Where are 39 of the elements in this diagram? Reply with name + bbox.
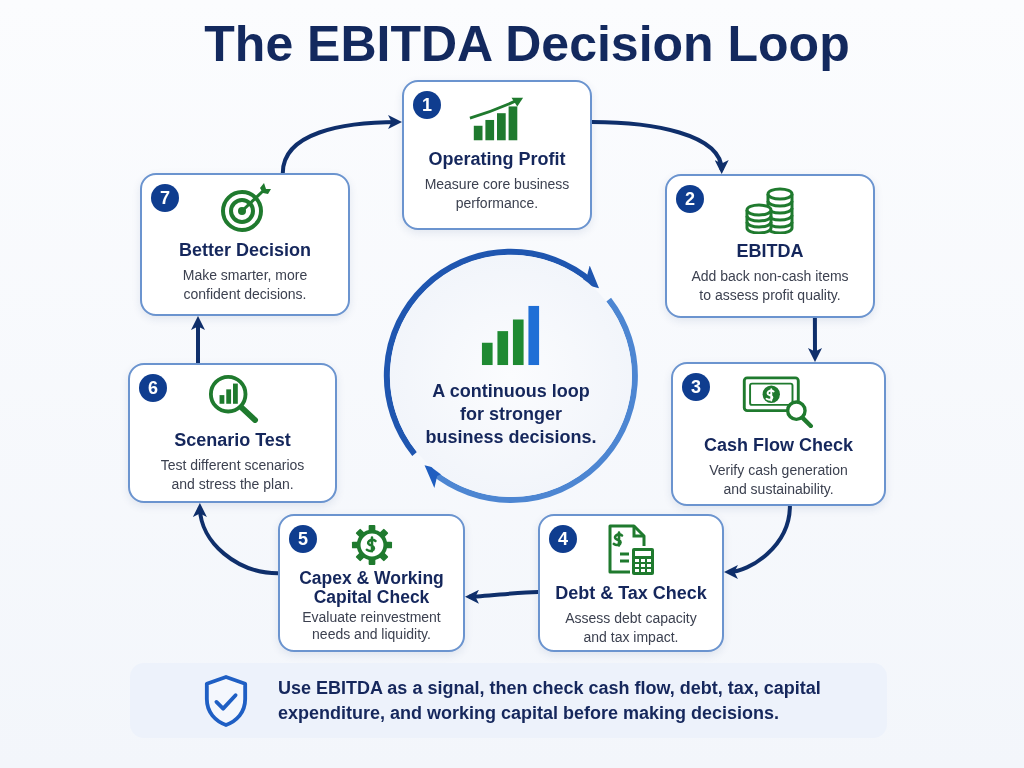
step-title: Cash Flow Check: [703, 434, 853, 456]
step-card: [278, 514, 465, 652]
step-card: [665, 174, 875, 318]
step-title: Better Decision: [178, 239, 311, 261]
step-title: Scenario Test: [174, 429, 291, 451]
step-description: Add back non-cash items to assess profit quality.: [690, 267, 850, 305]
arrow: [808, 318, 822, 363]
step-title: Operating Profit: [428, 148, 566, 170]
step-card: [538, 514, 724, 652]
hub-text: A continuous loop for stronger business decisions.: [424, 379, 598, 449]
step-number: 1: [413, 91, 441, 119]
diagram-title: The EBITDA Decision Loop: [203, 15, 851, 74]
arrow: [464, 589, 539, 604]
step-card: [140, 173, 350, 316]
step-number: 4: [549, 525, 577, 553]
step-description: Test different scenarios and stress the plan.: [159, 456, 306, 494]
step-description: Verify cash generation and sustainability.: [708, 461, 849, 499]
arrow: [191, 315, 205, 363]
note-text: Use EBITDA as a signal, then check cash flow, debt, tax, capital expenditure, and working capital before making decisions.: [278, 676, 822, 725]
note-banner: [130, 663, 887, 738]
step-card: [402, 80, 592, 230]
arrow: [193, 502, 279, 576]
step-number: 5: [289, 525, 317, 553]
step-title: EBITDA: [736, 240, 804, 262]
step-number: 6: [139, 374, 167, 402]
step-number: 3: [682, 373, 710, 401]
arrow: [591, 120, 727, 174]
step-title: Capex & Working Capital Check: [298, 569, 445, 607]
step-description: Measure core business performance.: [423, 175, 571, 213]
step-title: Debt & Tax Check: [555, 582, 707, 604]
arrow: [723, 505, 792, 579]
step-number: 7: [151, 184, 179, 212]
arrow: [280, 115, 403, 174]
step-card: [128, 363, 337, 503]
step-description: Assess debt capacity and tax impact.: [564, 609, 698, 647]
step-description: Evaluate reinvestment needs and liquidity.: [301, 609, 442, 643]
step-card: [671, 362, 886, 506]
step-number: 2: [676, 185, 704, 213]
step-description: Make smarter, more confident decisions.: [181, 266, 309, 304]
